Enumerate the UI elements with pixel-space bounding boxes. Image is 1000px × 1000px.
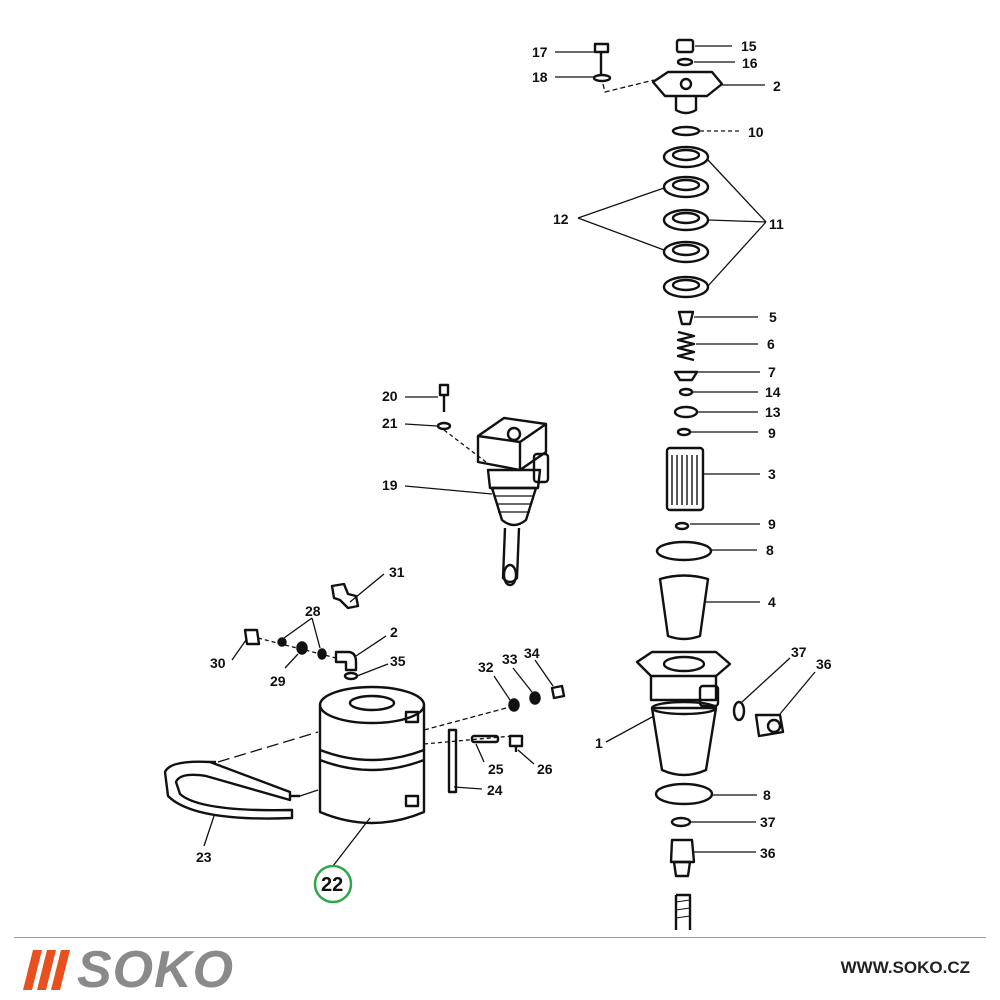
callout-8-lower: 8 bbox=[763, 787, 771, 803]
callout-35: 35 bbox=[390, 653, 406, 669]
callout-10: 10 bbox=[748, 124, 764, 140]
website-url: WWW.SOKO.CZ bbox=[840, 958, 970, 977]
callout-24: 24 bbox=[487, 782, 503, 798]
callout-32: 32 bbox=[478, 659, 494, 675]
callout-22-highlight: 22 bbox=[313, 864, 353, 904]
callout-20: 20 bbox=[382, 388, 398, 404]
callout-3: 3 bbox=[768, 466, 776, 482]
brand-name: SOKO bbox=[77, 941, 235, 999]
callout-26: 26 bbox=[537, 761, 553, 777]
callout-31: 31 bbox=[389, 564, 405, 580]
callout-30: 30 bbox=[210, 655, 226, 671]
callout-33: 33 bbox=[502, 651, 518, 667]
callout-13: 13 bbox=[765, 404, 781, 420]
pump-head-assembly bbox=[404, 383, 550, 587]
brand-logo: SOKO bbox=[23, 941, 235, 999]
callout-6: 6 bbox=[767, 336, 775, 352]
callout-7: 7 bbox=[768, 364, 776, 380]
callout-12: 12 bbox=[553, 211, 569, 227]
callout-4: 4 bbox=[768, 594, 776, 610]
callout-1: 1 bbox=[595, 735, 603, 751]
callout-8-upper: 8 bbox=[766, 542, 774, 558]
callout-16: 16 bbox=[742, 55, 758, 71]
callout-21: 21 bbox=[382, 415, 398, 431]
tank-assembly bbox=[163, 573, 566, 867]
callout-19: 19 bbox=[382, 477, 398, 493]
callout-15: 15 bbox=[741, 38, 757, 54]
callout-17: 17 bbox=[532, 44, 548, 60]
callout-28: 28 bbox=[305, 603, 321, 619]
callout-9-lower: 9 bbox=[768, 516, 776, 532]
callout-37-right: 37 bbox=[791, 644, 807, 660]
callout-37-lower: 37 bbox=[760, 814, 776, 830]
callout-22: 22 bbox=[321, 874, 343, 896]
callout-18: 18 bbox=[532, 69, 548, 85]
callout-36-right: 36 bbox=[816, 656, 832, 672]
callout-22-circle bbox=[313, 864, 353, 904]
logo-bars-icon bbox=[23, 950, 70, 990]
callout-34: 34 bbox=[524, 645, 540, 661]
callout-5: 5 bbox=[769, 309, 777, 325]
callout-23: 23 bbox=[196, 849, 212, 865]
callout-9-upper: 9 bbox=[768, 425, 776, 441]
callout-2-lower: 2 bbox=[390, 624, 398, 640]
callout-25: 25 bbox=[488, 761, 504, 777]
callout-36-lower: 36 bbox=[760, 845, 776, 861]
callout-29: 29 bbox=[270, 673, 286, 689]
filter-assembly bbox=[555, 38, 816, 930]
callout-14: 14 bbox=[765, 384, 781, 400]
callout-labels: 15 16 2 10 11 12 5 6 7 14 13 9 3 9 8 4 1… bbox=[196, 38, 832, 865]
callout-11: 11 bbox=[769, 216, 784, 232]
callout-2-top: 2 bbox=[773, 78, 781, 94]
footer-divider bbox=[14, 937, 986, 938]
